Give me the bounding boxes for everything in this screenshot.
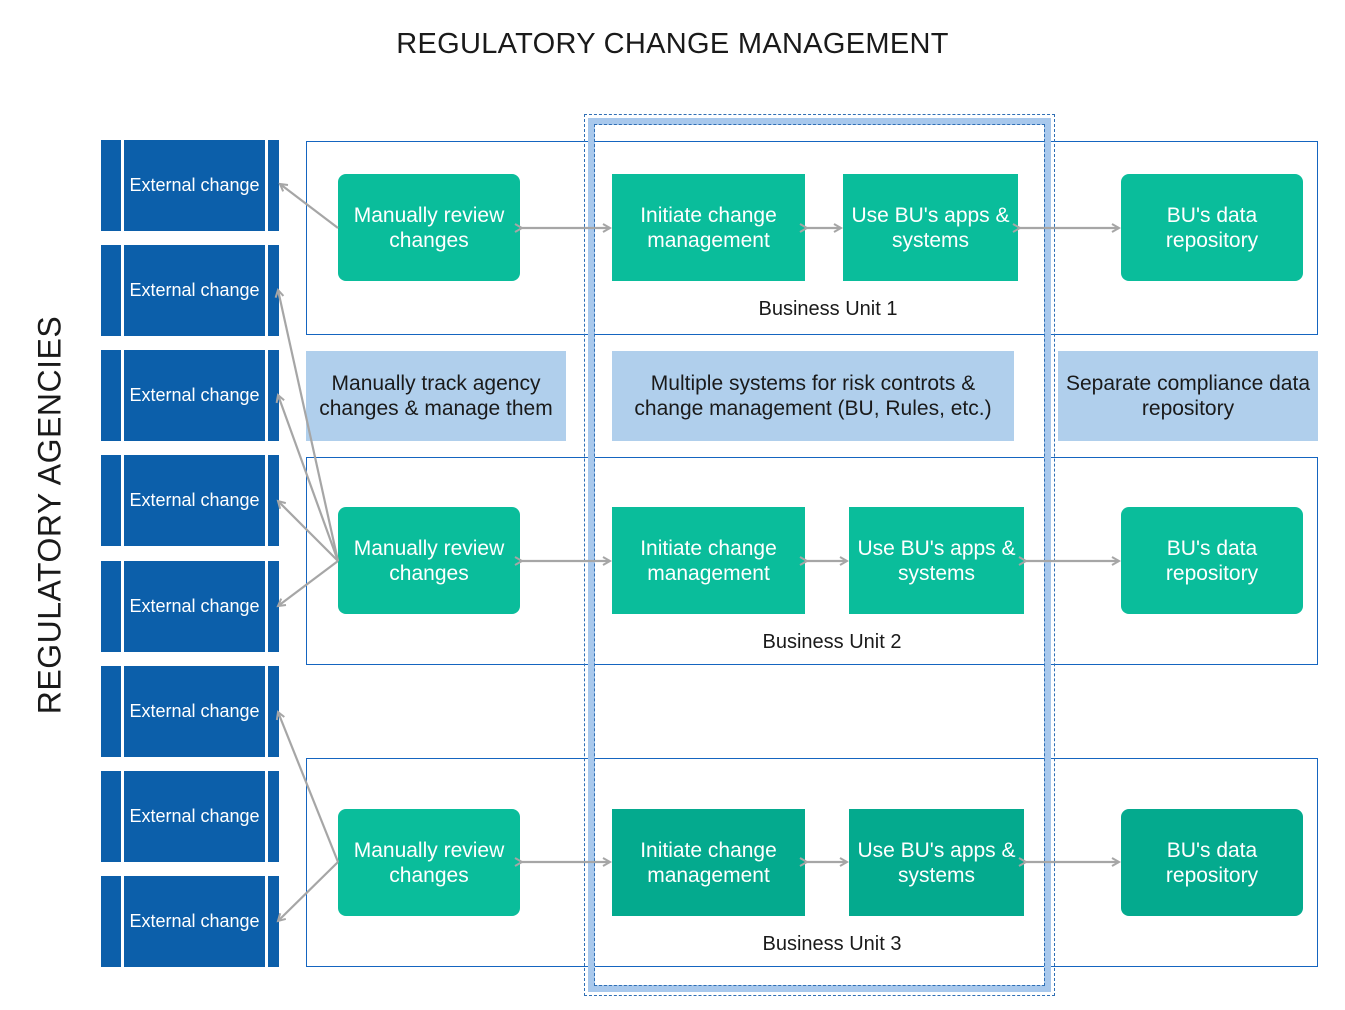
external-change-label: External change [129,806,260,826]
external-change-label: External change [129,175,260,195]
bu-apps-box: Use BU's apps & systems [849,507,1024,614]
external-change-box: External change [101,245,279,336]
external-change-box: External change [101,771,279,862]
diagram-title: REGULATORY CHANGE MANAGEMENT [396,28,949,60]
external-change-label: External change [129,911,260,931]
external-change-label: External change [129,280,260,300]
review-changes-box: Manually review changes [338,174,520,281]
highlight-dashed-outer [584,114,1055,996]
bu-apps-box: Use BU's apps & systems [849,809,1024,916]
review-changes-box: Manually review changes [338,507,520,614]
compliance-repository-note: Separate compliance data repository [1058,351,1318,441]
business-unit-label: Business Unit 2 [762,631,902,653]
external-change-label: External change [129,596,260,616]
data-repository-box: BU's data repository [1121,507,1303,614]
business-unit-1-frame [306,141,1318,335]
data-repository-box: BU's data repository [1121,174,1303,281]
external-change-box: External change [101,666,279,757]
data-repository-box: BU's data repository [1121,809,1303,916]
initiate-change-box: Initiate change management [612,507,805,614]
business-unit-label: Business Unit 1 [758,298,898,320]
external-change-label: External change [129,701,260,721]
highlight-dashed-inner [594,124,1045,986]
external-change-box: External change [101,455,279,546]
external-change-label: External change [129,490,260,510]
arrow-review-to-external [278,395,340,562]
external-change-box: External change [101,561,279,652]
bu-apps-box: Use BU's apps & systems [843,174,1018,281]
arrow-review-to-external [278,712,340,863]
review-changes-box: Manually review changes [338,809,520,916]
initiate-change-box: Initiate change management [612,174,805,281]
external-change-box: External change [101,350,279,441]
change-management-highlight [588,118,1051,992]
external-change-box: External change [101,140,279,231]
business-unit-label: Business Unit 3 [762,933,902,955]
arrow-review-to-external [278,290,340,562]
initiate-change-box: Initiate change management [612,809,805,916]
external-change-box: External change [101,876,279,967]
arrow-review-to-external [278,560,339,606]
business-unit-2-frame [306,457,1318,665]
external-change-label: External change [129,385,260,405]
track-changes-note: Manually track agency changes & manage t… [306,351,566,441]
multiple-systems-note: Multiple systems for risk controts & cha… [612,351,1014,441]
arrow-review-to-external [278,501,339,562]
arrow-review-to-external [280,184,339,229]
business-unit-3-frame [306,758,1318,967]
arrow-review-to-external [278,861,339,921]
